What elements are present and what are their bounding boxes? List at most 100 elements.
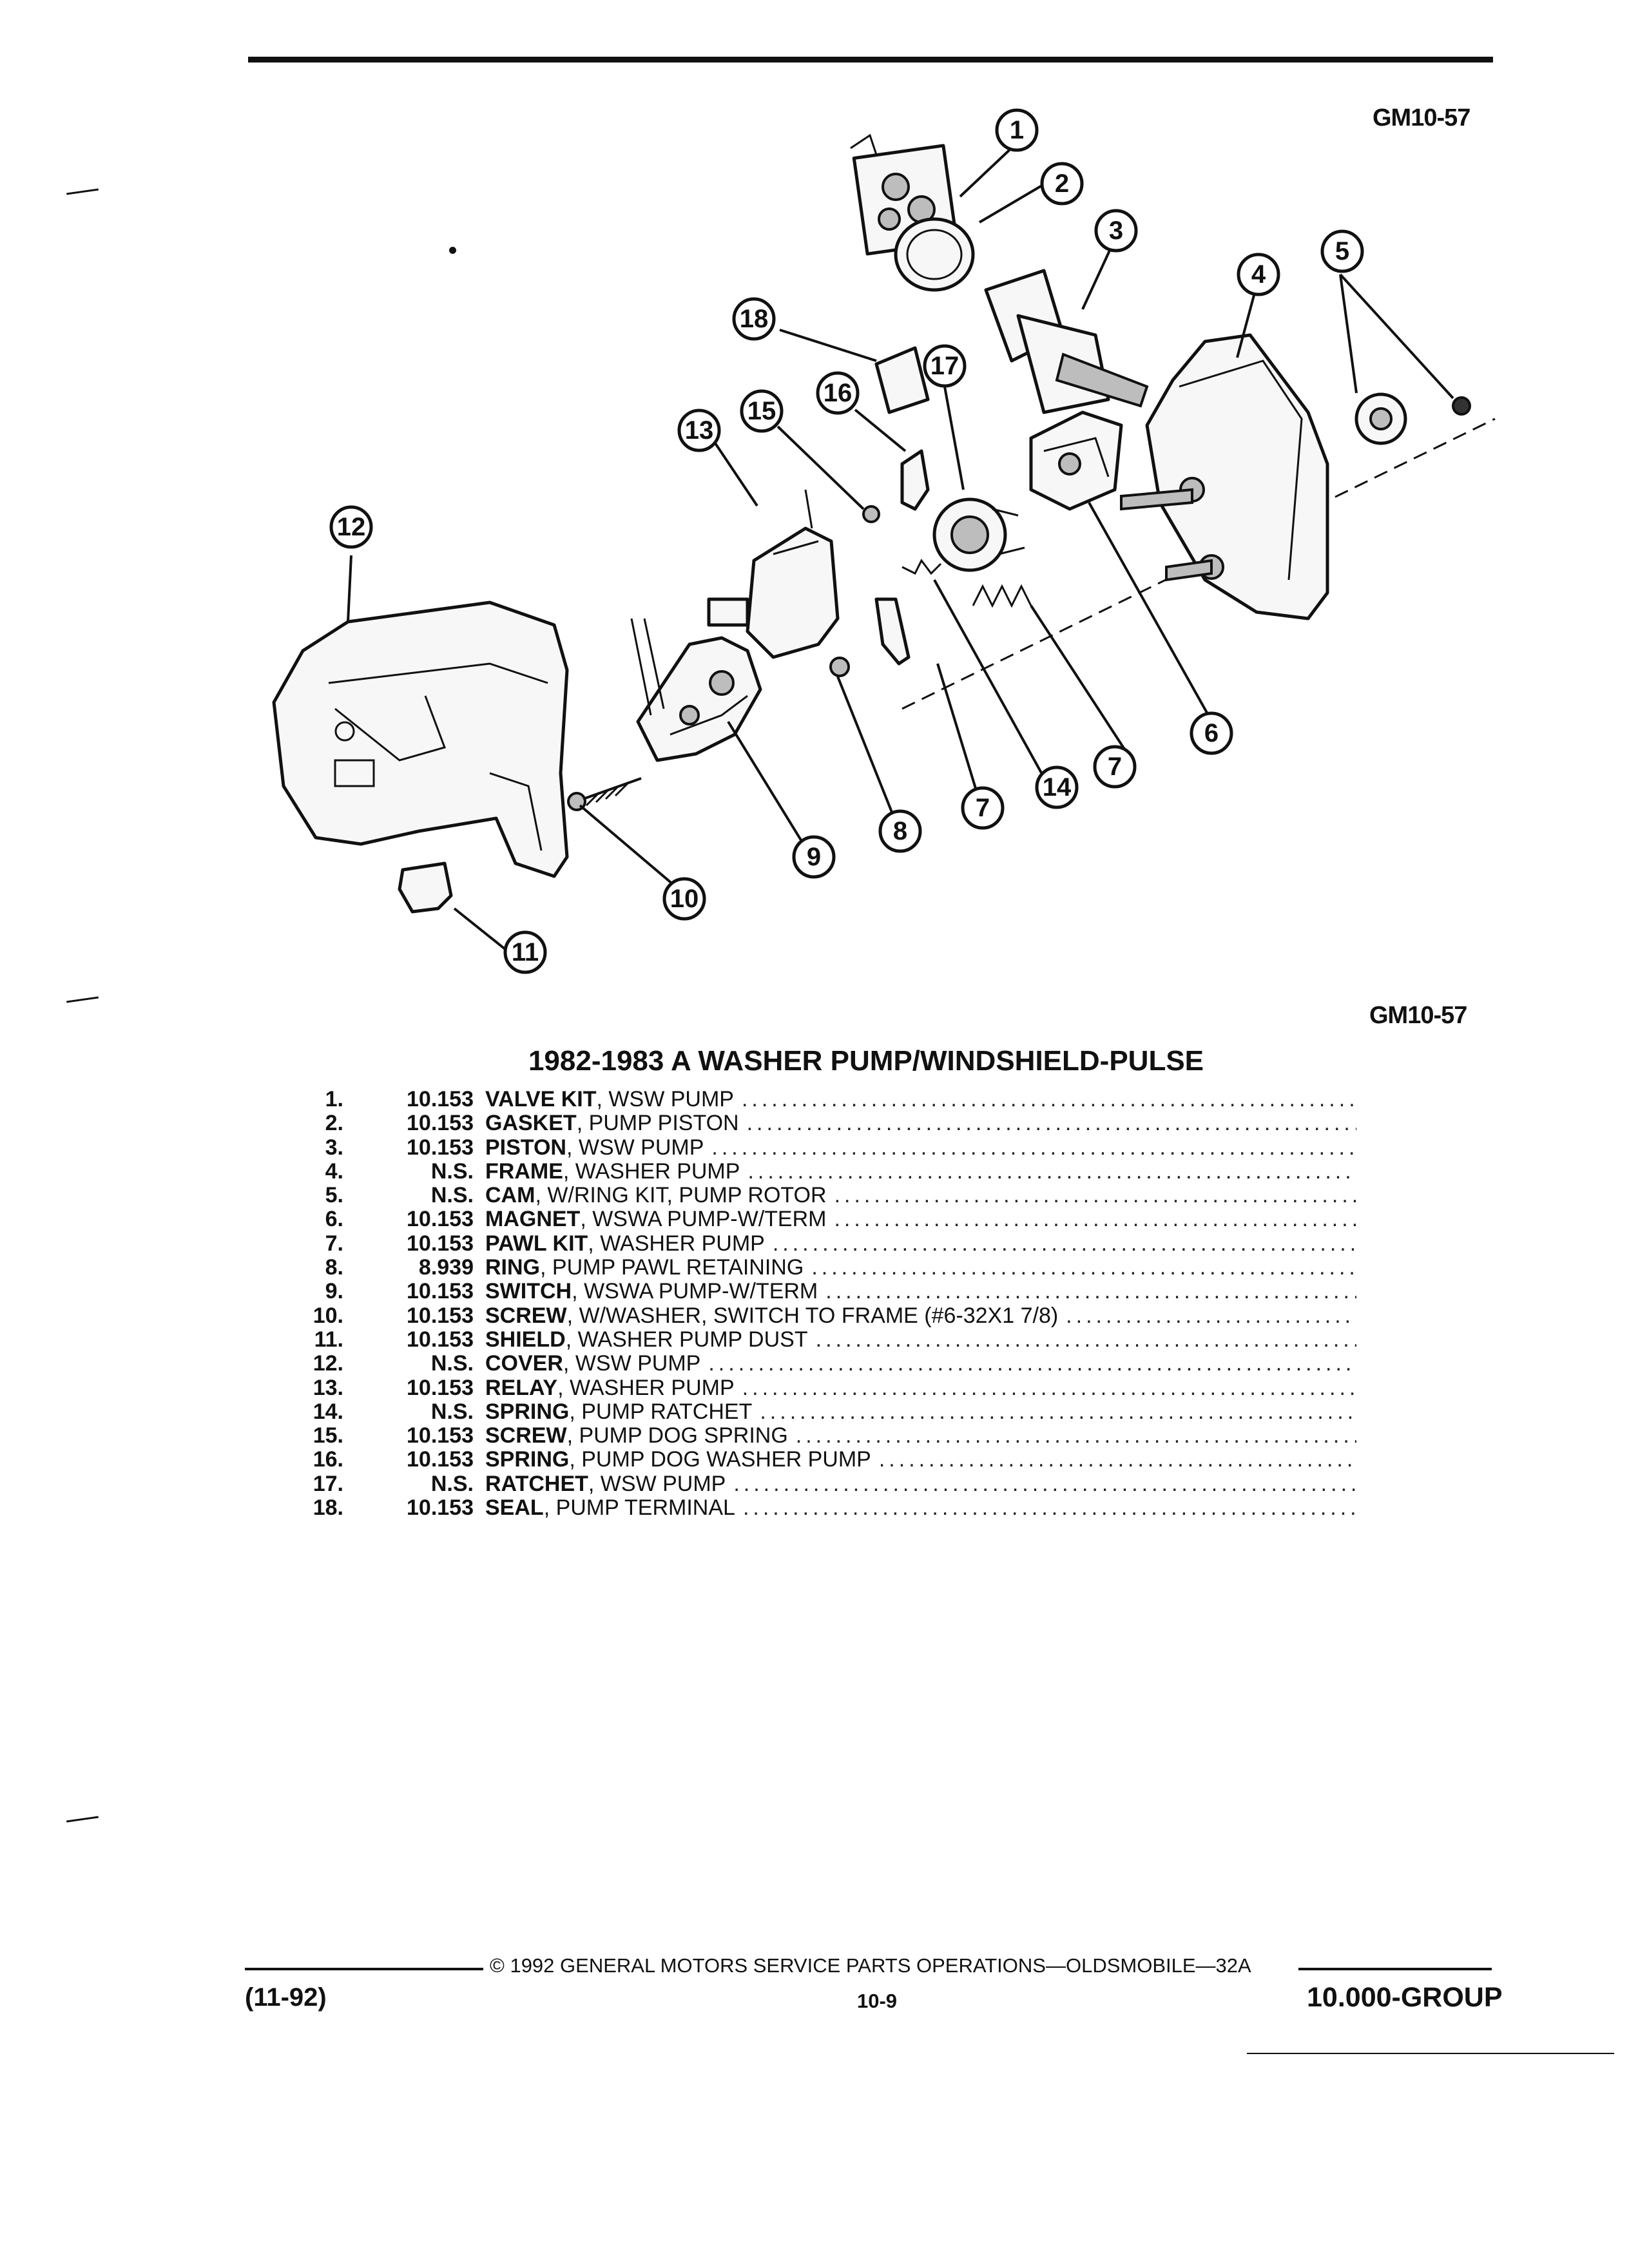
part-group: 10.153: [407, 1495, 474, 1521]
callout-11: 11: [503, 930, 547, 974]
svg-text:18: 18: [740, 305, 769, 333]
binder-mark: [66, 1816, 99, 1823]
part-name: FRAME: [485, 1159, 563, 1184]
callout-6: 6: [1190, 711, 1233, 755]
svg-text:12: 12: [337, 513, 366, 541]
part-ratchet-spring: [901, 559, 942, 575]
part-name: RING: [485, 1256, 540, 1280]
callout-14: 14: [1035, 765, 1079, 809]
part-number: 3.: [325, 1135, 343, 1160]
part-group: 10.153: [407, 1327, 474, 1352]
part-group: N.S.: [430, 1399, 474, 1424]
part-name: SHIELD: [485, 1327, 566, 1352]
callout-2: 2: [1040, 162, 1084, 206]
parts-list: 1. 10.153 VALVE KIT, WSW PUMP...........…: [293, 1087, 1356, 1521]
part-group: 8.939: [418, 1255, 474, 1280]
part-dog-spring-screw: [862, 505, 880, 523]
part-row: 12. N.S. COVER, WSW PUMP................…: [293, 1351, 1356, 1376]
svg-text:6: 6: [1204, 719, 1219, 747]
part-description: , PUMP TERMINAL: [543, 1496, 735, 1521]
callout-9: 9: [792, 835, 836, 879]
part-number: 12.: [313, 1351, 343, 1376]
part-pawl: [874, 597, 911, 666]
callout-3: 3: [1094, 209, 1138, 253]
footer-date: (11-92): [245, 1983, 327, 2012]
part-number: 13.: [313, 1375, 343, 1400]
part-number: 2.: [325, 1111, 343, 1136]
part-description: , PUMP RATCHET: [569, 1399, 753, 1424]
part-number: 1.: [325, 1087, 343, 1111]
part-name: SCREW: [485, 1303, 567, 1328]
part-number: 15.: [313, 1423, 343, 1448]
svg-text:5: 5: [1335, 237, 1349, 265]
part-group: 10.153: [407, 1303, 474, 1328]
part-row: 13. 10.153 RELAY, WASHER PUMP...........…: [293, 1376, 1356, 1400]
part-group: 10.153: [407, 1423, 474, 1448]
part-number: 4.: [325, 1158, 343, 1184]
part-row: 9. 10.153 SWITCH, WSWA PUMP-W/TERM......…: [293, 1279, 1356, 1304]
svg-text:3: 3: [1109, 216, 1123, 245]
svg-text:11: 11: [512, 938, 539, 966]
part-row: 5. N.S. CAM, W/RING KIT, PUMP ROTOR.....…: [293, 1183, 1356, 1208]
part-dog-spring: [900, 449, 930, 511]
part-name: SPRING: [485, 1448, 570, 1472]
part-row: 8. 8.939 RING, PUMP PAWL RETAINING......…: [293, 1255, 1356, 1280]
part-screw: [567, 777, 642, 811]
svg-text:4: 4: [1251, 260, 1266, 289]
part-shield: [398, 861, 453, 914]
part-cam: [1354, 392, 1471, 445]
part-number: 8.: [325, 1255, 343, 1280]
part-cover: [272, 601, 569, 878]
part-description: , W/WASHER, SWITCH TO FRAME (#6-32X1 7/8…: [566, 1303, 1059, 1328]
callout-7a: 7: [1093, 745, 1137, 789]
part-group: N.S.: [430, 1351, 474, 1376]
part-description: , PUMP DOG WASHER PUMP: [569, 1448, 871, 1472]
footer-rule-bottom: [1247, 2053, 1614, 2054]
scan-speck: [449, 247, 456, 254]
part-group: 10.153: [407, 1135, 474, 1160]
part-description: , PUMP DOG SPRING: [566, 1424, 788, 1448]
figure-id-bottom: GM10-57: [1369, 1002, 1467, 1029]
part-description: , WSW PUMP: [563, 1352, 701, 1376]
part-group: N.S.: [430, 1471, 474, 1496]
callout-13: 13: [677, 408, 721, 452]
part-row: 3. 10.153 PISTON, WSW PUMP..............…: [293, 1135, 1356, 1160]
callout-4: 4: [1237, 253, 1280, 296]
part-row: 11. 10.153 SHIELD, WASHER PUMP DUST.....…: [293, 1327, 1356, 1352]
part-number: 16.: [313, 1447, 343, 1472]
part-group: 10.153: [407, 1279, 474, 1304]
part-description: , PUMP PISTON: [576, 1111, 739, 1136]
part-ring: [829, 657, 850, 677]
callout-7b: 7: [961, 786, 1005, 830]
part-description: , WASHER PUMP: [563, 1159, 740, 1184]
top-rule: [248, 57, 1493, 62]
figure-id-top: GM10-57: [1373, 104, 1470, 131]
part-number: 14.: [313, 1399, 343, 1424]
part-row: 14. N.S. SPRING, PUMP RATCHET...........…: [293, 1399, 1356, 1424]
svg-text:14: 14: [1043, 773, 1072, 802]
part-name: PAWL KIT: [485, 1231, 588, 1256]
part-name: RATCHET: [485, 1472, 588, 1496]
part-name: SPRING: [485, 1399, 570, 1424]
part-number: 18.: [313, 1495, 343, 1521]
part-number: 5.: [325, 1183, 343, 1208]
part-number: 11.: [314, 1327, 343, 1352]
part-row: 6. 10.153 MAGNET, WSWA PUMP-W/TERM......…: [293, 1207, 1356, 1232]
part-frame: [1120, 333, 1329, 620]
parts-title: 1982-1983 A WASHER PUMP/WINDSHIELD-PULSE: [528, 1045, 1204, 1077]
part-name: RELAY: [485, 1376, 558, 1400]
svg-text:7: 7: [1108, 753, 1122, 781]
part-description: , W/RING KIT, PUMP ROTOR: [535, 1184, 827, 1208]
part-description: , WSW PUMP: [596, 1088, 734, 1111]
part-group: N.S.: [430, 1158, 474, 1184]
part-description: , WSWA PUMP-W/TERM: [572, 1280, 818, 1304]
svg-text:15: 15: [747, 397, 776, 425]
part-row: 2. 10.153 GASKET, PUMP PISTON...........…: [293, 1111, 1356, 1135]
part-number: 10.: [313, 1303, 343, 1328]
part-description: , WASHER PUMP: [588, 1231, 765, 1256]
footer-rule-right: [1298, 1968, 1492, 1970]
svg-text:10: 10: [670, 885, 699, 913]
callout-1: 1: [995, 108, 1039, 152]
callout-15: 15: [740, 389, 784, 433]
footer-group: 10.000-GROUP: [1307, 1982, 1503, 2013]
